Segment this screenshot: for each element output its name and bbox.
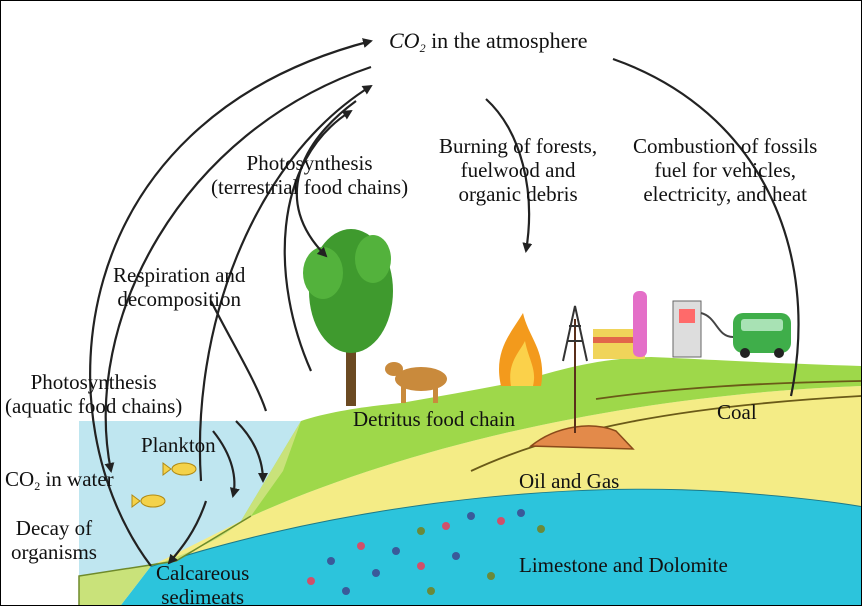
arrow-atmosphere-to-water: [104, 65, 372, 473]
label-limestone: Limestone and Dolomite: [519, 553, 728, 577]
label-calcareous: Calcareous sedimeats: [156, 561, 250, 606]
arrow-burning: [485, 98, 533, 253]
car: [733, 313, 791, 358]
label-decay: Decay of organisms: [11, 516, 97, 564]
atmosphere-co2-title: CO2 in the atmosphere: [389, 28, 588, 56]
label-respiration: Respiration and decomposition: [113, 263, 246, 311]
limestone-border: [150, 487, 861, 567]
limestone-particles: [307, 509, 545, 595]
arrow-to-sediment: [167, 500, 208, 565]
label-detritus: Detritus food chain: [353, 407, 516, 431]
water-body: [79, 421, 301, 576]
label-combustion: Combustion of fossils fuel for vehicles,…: [633, 134, 818, 206]
cow: [385, 362, 447, 403]
label-photosynthesis-aquatic: Photosynthesis (aquatic food chains): [5, 370, 183, 418]
shore-slope: [79, 421, 301, 605]
arrow-decay-to-atmosphere: [89, 38, 373, 567]
label-burning: Burning of forests, fuelwood and organic…: [439, 134, 598, 206]
fire: [499, 313, 543, 386]
factory: [593, 291, 647, 359]
soil-layer: [151, 386, 861, 566]
arrow-aquatic-1: [235, 420, 268, 483]
arrow-respiration: [198, 84, 373, 482]
label-coal: Coal: [717, 400, 757, 424]
arrow-aquatic-2: [212, 430, 240, 498]
tree: [303, 229, 393, 406]
fuel-pump: [672, 300, 734, 358]
label-oil-gas: Oil and Gas: [519, 469, 620, 493]
oil-gas-deposit: [528, 425, 635, 450]
limestone-layer: [121, 488, 861, 605]
arrow-combustion-to-atmosphere: [612, 57, 800, 397]
arrow-decomposition: [210, 300, 268, 412]
arrow-respiration-up: [283, 109, 353, 372]
fish: [131, 462, 197, 508]
oil-derrick: [562, 305, 588, 362]
label-photosynthesis-terrestrial: Photosynthesis (terrestrial food chains): [211, 151, 409, 199]
land-surface: [241, 357, 861, 521]
label-co2-water: CO2 in water: [5, 467, 114, 493]
label-plankton: Plankton: [141, 433, 216, 457]
